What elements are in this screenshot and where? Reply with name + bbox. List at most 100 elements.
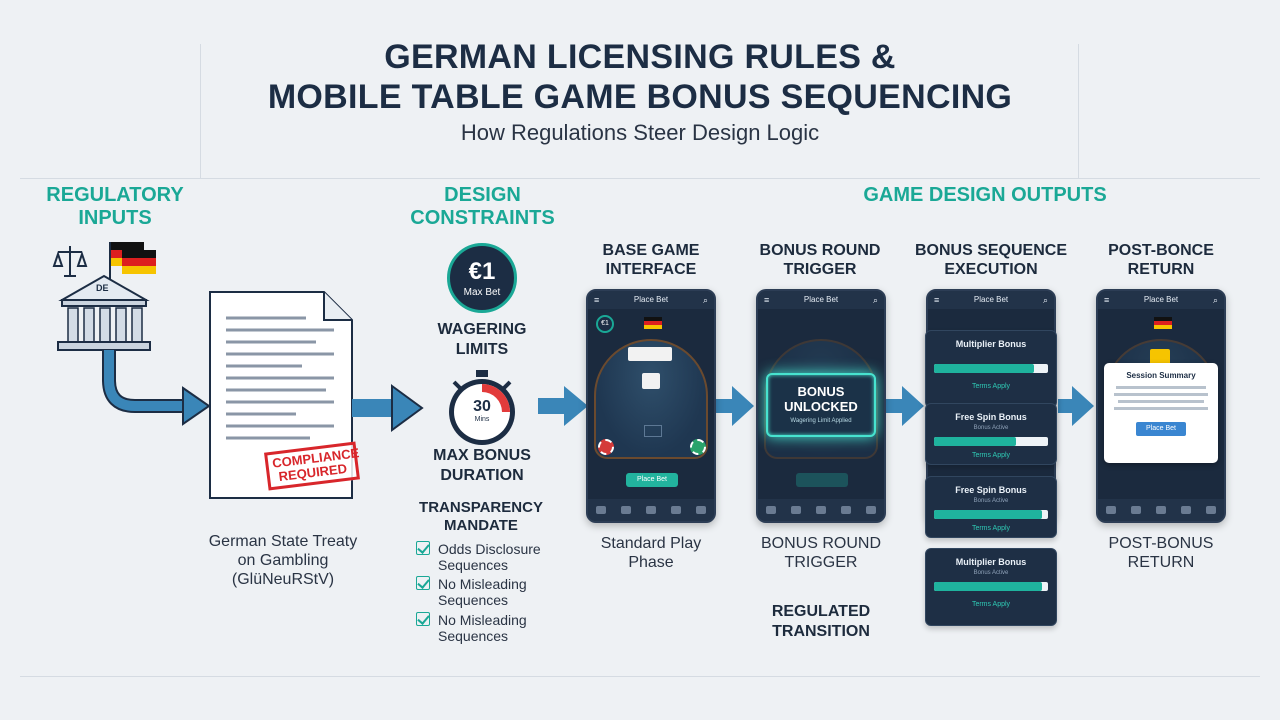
progress-bar	[934, 437, 1048, 446]
subtitle: How Regulations Steer Design Logic	[460, 120, 820, 145]
progress-bar	[934, 510, 1048, 519]
menu-icon[interactable]: ≡	[594, 295, 600, 305]
max-bet-value: €1	[468, 258, 496, 285]
bonus-unlocked-sub: Wagering Limit Applied	[790, 418, 852, 424]
phone-top-bar: ≡ Place Bet ⌕	[928, 291, 1054, 309]
terms-link[interactable]: Terms Apply	[971, 452, 1011, 459]
place-bet-button[interactable]: Place Bet	[626, 473, 678, 487]
nav-icon[interactable]	[866, 506, 877, 514]
nav-icon[interactable]	[1206, 506, 1217, 514]
german-flag-icon	[644, 317, 662, 329]
menu-icon[interactable]: ≡	[934, 295, 940, 305]
nav-icon[interactable]	[671, 506, 682, 514]
section-design-constraints: DESIGN CONSTRAINTS	[410, 184, 555, 229]
poker-chip-icon	[690, 439, 706, 455]
search-icon[interactable]: ⌕	[872, 295, 878, 305]
max-bet-badge-icon: €1 Max Bet	[447, 243, 517, 313]
arrow-right-icon	[716, 386, 754, 426]
phone-base-game: ≡ Place Bet ⌕ €1 Place Bet	[586, 289, 716, 523]
place-bet-button[interactable]	[796, 473, 848, 487]
nav-icon[interactable]	[595, 506, 606, 514]
column-head-bonus-trigger: BONUS ROUND TRIGGER	[759, 242, 881, 278]
cards-icon	[628, 347, 672, 361]
frame-line-left	[200, 44, 201, 178]
checklist-item: Odds Disclosure Sequences	[416, 541, 541, 573]
arrow-right-icon	[352, 384, 424, 432]
column-head-base-game: BASE GAME INTERFACE	[602, 242, 700, 278]
timer-unit: Mins	[474, 416, 490, 423]
nav-icon[interactable]	[1130, 506, 1141, 514]
phone-top-bar: ≡ Place Bet ⌕	[588, 291, 714, 309]
caption-standard-play: Standard Play Phase	[600, 535, 702, 571]
session-place-bet-button[interactable]: Place Bet	[1136, 422, 1186, 436]
frame-line-top	[20, 178, 1260, 179]
nav-icon[interactable]	[1105, 506, 1116, 514]
phone-bonus-trigger: ≡ Place Bet ⌕ BONUS UNLOCKED Wagering Li…	[756, 289, 886, 523]
frame-line-right	[1078, 44, 1079, 178]
progress-fill	[934, 510, 1043, 519]
max-bet-label: Max Bet	[463, 287, 501, 298]
session-summary-modal: Session Summary Place Bet	[1104, 363, 1218, 463]
regulated-transition-label: REGULATED TRANSITION	[771, 603, 871, 640]
menu-icon[interactable]: ≡	[764, 295, 770, 305]
transparency-mandate-label: TRANSPARENCY MANDATE	[419, 499, 543, 534]
title-line-1: GERMAN LICENSING RULES &	[384, 38, 896, 76]
terms-link[interactable]: Terms Apply	[971, 525, 1011, 532]
session-summary-title: Session Summary	[1126, 371, 1196, 380]
caption-post-bonus: POST-BONUS RETURN	[1108, 535, 1214, 571]
phone-top-bar: ≡ Place Bet ⌕	[758, 291, 884, 309]
progress-bar	[934, 364, 1048, 373]
column-head-post-bonus: POST-BONCE RETURN	[1108, 242, 1214, 278]
government-building-icon	[52, 242, 156, 351]
progress-fill	[934, 582, 1043, 591]
nav-icon[interactable]	[841, 506, 852, 514]
nav-icon[interactable]	[620, 506, 631, 514]
nav-icon[interactable]	[1181, 506, 1192, 514]
nav-icon[interactable]	[815, 506, 826, 514]
wagering-limits-label: WAGERING LIMITS	[437, 321, 527, 358]
nav-icon[interactable]	[645, 506, 656, 514]
search-icon[interactable]: ⌕	[1042, 295, 1048, 305]
bonus-unlocked-text: BONUS UNLOCKED	[784, 384, 858, 414]
card-icon	[642, 373, 660, 389]
search-icon[interactable]: ⌕	[702, 295, 708, 305]
scales-icon	[52, 246, 88, 277]
phone-bottom-nav	[1098, 499, 1224, 521]
chip-icon: €1	[596, 315, 614, 333]
bonus-card: Multiplier Bonus Terms Apply	[925, 330, 1057, 408]
frame-line-bottom	[20, 676, 1260, 677]
arrow-right-icon	[538, 386, 588, 426]
checklist-item: No Misleading Sequences	[416, 612, 527, 644]
title-line-2: MOBILE TABLE GAME BONUS SEQUENCING	[267, 78, 1013, 116]
nav-icon[interactable]	[696, 506, 707, 514]
column-head-bonus-execution: BONUS SEQUENCE EXECUTION	[914, 242, 1068, 278]
phone-top-bar: ≡ Place Bet ⌕	[1098, 291, 1224, 309]
checkbox-checked-icon	[416, 612, 430, 626]
german-flag-icon	[1154, 317, 1172, 329]
terms-link[interactable]: Terms Apply	[971, 383, 1011, 390]
poker-chip-icon	[598, 439, 614, 455]
phone-bottom-nav	[588, 499, 714, 521]
nav-icon[interactable]	[1155, 506, 1166, 514]
terms-link[interactable]: Terms Apply	[971, 601, 1011, 608]
menu-icon[interactable]: ≡	[1104, 295, 1110, 305]
curved-arrow-icon	[102, 350, 211, 426]
checkbox-checked-icon	[416, 541, 430, 555]
stopwatch-icon	[449, 370, 515, 445]
arrow-right-icon	[1058, 386, 1094, 426]
phone-bottom-nav	[758, 499, 884, 521]
arrow-right-icon	[884, 386, 924, 426]
section-regulatory-inputs: REGULATORY INPUTS	[46, 184, 184, 229]
nav-icon[interactable]	[790, 506, 801, 514]
search-icon[interactable]: ⌕	[1212, 295, 1218, 305]
timer-value: 30	[473, 398, 491, 415]
nav-icon[interactable]	[765, 506, 776, 514]
checklist-item: No Misleading Sequences	[416, 576, 527, 608]
section-game-design-outputs: GAME DESIGN OUTPUTS	[863, 184, 1107, 206]
max-bonus-duration-label: MAX BONUS DURATION	[433, 447, 531, 484]
card-icon	[1150, 349, 1170, 365]
checkbox-checked-icon	[416, 576, 430, 590]
bonus-unlocked-panel: BONUS UNLOCKED Wagering Limit Applied	[766, 373, 876, 437]
phone-post-bonus: ≡ Place Bet ⌕ Session Summary Place Bet	[1096, 289, 1226, 523]
progress-fill	[934, 437, 1017, 446]
